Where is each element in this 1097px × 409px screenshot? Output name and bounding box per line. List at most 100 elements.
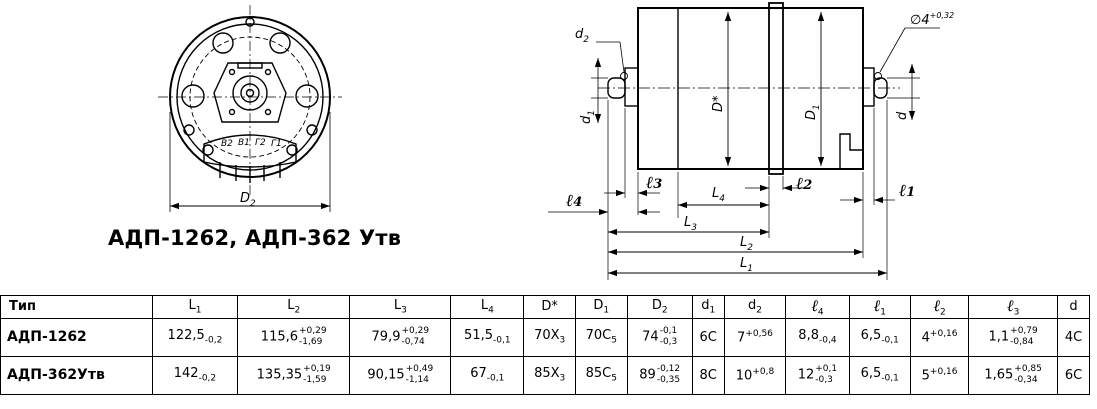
tolerance-upper: +0,1 xyxy=(815,364,838,375)
header-subscript: 3 xyxy=(401,305,407,316)
cell-tolerance: +0,29-1,69 xyxy=(299,326,327,348)
dim-label-L4: L4 xyxy=(712,186,725,204)
header-symbol: d xyxy=(1069,299,1078,315)
terminal-label-b1: B1 xyxy=(238,138,250,148)
cell-value: 74 xyxy=(642,329,659,345)
tolerance-upper: +0,85 xyxy=(1014,364,1042,375)
header-symbol: L xyxy=(188,298,196,313)
tolerance-upper: +0,29 xyxy=(299,326,327,337)
tolerance-lower: -0,3 xyxy=(659,337,678,348)
table-cell: 6С xyxy=(691,317,725,357)
terminal-labels: B2 B1 Г2 Г1 xyxy=(221,138,282,149)
cell-value: 8С xyxy=(699,367,717,383)
tolerance-upper: -0,1 xyxy=(659,326,678,337)
cell-tolerance: +0,85-0,34 xyxy=(1014,364,1042,386)
cell-value: 7 xyxy=(737,330,746,346)
table-cell: 6С xyxy=(1057,355,1090,395)
cell-value: 4 xyxy=(921,330,930,346)
table-header-cell: L4 xyxy=(450,295,525,319)
dim-label-d1: d1 xyxy=(579,110,597,124)
header-symbol: D* xyxy=(541,299,558,315)
header-subscript: 2 xyxy=(294,305,301,316)
cell-value: 6С xyxy=(699,329,717,345)
cell-value: 70Х xyxy=(534,328,560,344)
table-cell: 79,9+0,29-0,74 xyxy=(349,317,452,357)
tolerance-upper: +0,29 xyxy=(401,326,430,337)
dim-label-L1: L1 xyxy=(740,256,753,274)
cell-value: 5 xyxy=(921,368,930,384)
table-cell: 85С5 xyxy=(574,355,628,395)
tolerance-lower: -0,4 xyxy=(818,335,837,346)
motor-type-cell: АДП-362Утв xyxy=(0,355,153,395)
dim-label-l2: ℓ2 xyxy=(796,174,812,194)
tolerance-lower: 3 xyxy=(559,373,566,384)
dim-label-D1: D1 xyxy=(804,104,822,120)
tolerance-lower: -1,14 xyxy=(405,375,429,386)
table-header-cell: ℓ2 xyxy=(910,295,970,319)
table-cell: 74-0,1-0,3 xyxy=(626,317,693,357)
cell-value: 8,8 xyxy=(798,328,819,344)
cell-tolerance: +0,19-1,59 xyxy=(303,364,331,386)
table-cell: 115,6+0,29-1,69 xyxy=(236,317,351,357)
dim-label-l4: ℓ4 xyxy=(566,191,582,211)
header-symbol: d xyxy=(747,298,757,313)
header-symbol: ℓ xyxy=(873,296,881,315)
dim-label-L2: L2 xyxy=(740,235,753,253)
tolerance-lower: -0,84 xyxy=(1010,337,1034,348)
header-subscript: 1 xyxy=(709,305,716,316)
table-cell: 70Х3 xyxy=(523,317,576,357)
table-cell: 1,65+0,85-0,34 xyxy=(968,355,1059,395)
table-header-cell: d2 xyxy=(723,295,787,319)
table-cell: 4С xyxy=(1057,317,1090,357)
header-symbol: L xyxy=(287,298,295,313)
header-subscript: 1 xyxy=(603,305,610,316)
table-cell: 67-0,1 xyxy=(450,355,525,395)
table-cell: 5+0,16 xyxy=(910,355,970,395)
header-symbol: L xyxy=(480,298,489,313)
cell-value: 6,5 xyxy=(860,328,882,344)
header-subscript: 2 xyxy=(756,305,762,316)
cell-value: 67 xyxy=(470,366,487,382)
front-view xyxy=(158,5,342,212)
table-cell: 4+0,16 xyxy=(910,317,970,357)
dim-label-l3: ℓ3 xyxy=(646,173,662,193)
table-cell: 7+0,56 xyxy=(723,317,787,357)
tolerance-lower: -0,35 xyxy=(656,375,681,386)
tolerance-lower: -0,1 xyxy=(493,335,511,346)
table-cell: 1,1+0,79-0,84 xyxy=(968,317,1059,357)
motor-type-cell: АДП-1262 xyxy=(0,317,153,357)
dim-label-l1: ℓ1 xyxy=(899,181,915,201)
terminal-label-g2: Г2 xyxy=(255,138,266,148)
table-header-cell: Тип xyxy=(0,295,153,319)
header-symbol: Тип xyxy=(9,299,36,315)
table-header-cell: L1 xyxy=(151,295,238,319)
header-subscript: 4 xyxy=(817,307,824,318)
tolerance-lower: -0,3 xyxy=(815,375,833,386)
table-header-cell: ℓ1 xyxy=(848,295,912,319)
table-cell: 51,5-0,1 xyxy=(450,317,525,357)
terminal-label-b2: B2 xyxy=(221,139,233,149)
table-header-cell: L3 xyxy=(349,295,452,319)
table-header-cell: D1 xyxy=(574,295,628,319)
table-cell: 89-0,12-0,35 xyxy=(626,355,693,395)
technical-drawing: B2 B1 Г2 Г1 D2 xyxy=(158,2,954,280)
tolerance-lower: -0,1 xyxy=(881,373,899,384)
dim-label-D2: D2 xyxy=(240,191,256,209)
table-header-cell: d1 xyxy=(691,295,725,319)
tolerance-lower: -1,59 xyxy=(303,375,327,386)
cell-value: 85С xyxy=(585,366,612,382)
tolerance-lower: -0,34 xyxy=(1014,375,1038,386)
table-header-cell: d xyxy=(1057,295,1090,319)
cell-tolerance: -0,12-0,35 xyxy=(657,364,680,386)
cell-value: 90,15 xyxy=(367,367,405,383)
cell-value: 1,65 xyxy=(984,367,1014,383)
terminal-label-g1: Г1 xyxy=(271,139,282,149)
table-header-cell: ℓ4 xyxy=(785,295,850,319)
table-header-cell: L2 xyxy=(236,295,351,319)
header-symbol: L xyxy=(393,298,402,313)
cell-value: 6С xyxy=(1064,367,1083,383)
dim-label-d2: d2 xyxy=(575,27,589,45)
cell-value: 1,1 xyxy=(988,329,1010,345)
